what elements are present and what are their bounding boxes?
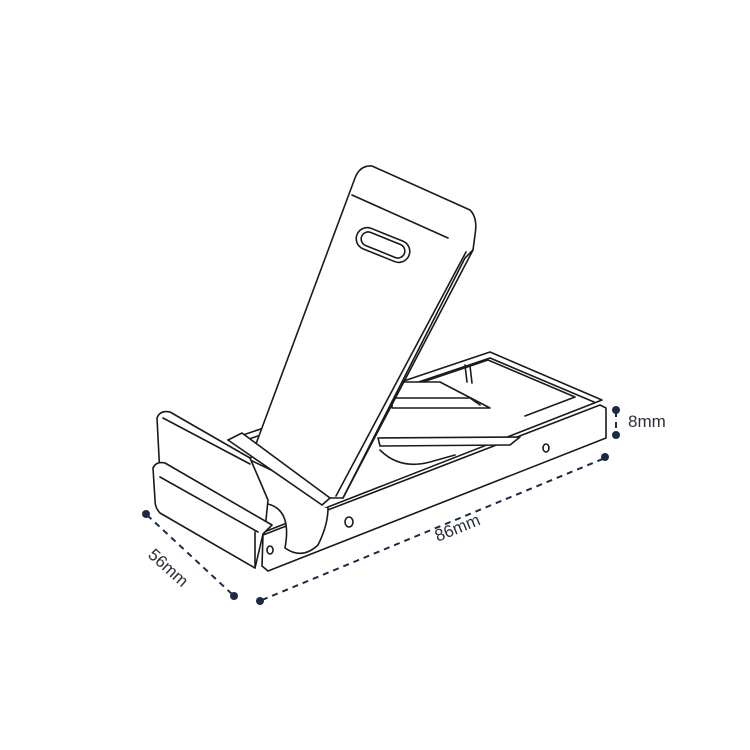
dimension-dot — [142, 510, 150, 518]
base-front-face — [261, 404, 607, 572]
dimension-dot — [256, 597, 264, 605]
screw-hole — [266, 545, 274, 555]
height-label: 8mm — [628, 412, 666, 431]
front-lip-upright — [156, 410, 269, 531]
dimension-dot — [612, 431, 620, 439]
screw-hole — [344, 516, 354, 528]
dimension-dot — [230, 592, 238, 600]
support-plate — [249, 165, 477, 499]
width-dimension-line — [146, 514, 234, 596]
phone-cradle-curve — [267, 503, 329, 555]
screw-hole — [542, 443, 550, 453]
inner-leg-curve — [379, 449, 456, 466]
inner-leg-lower — [377, 436, 521, 447]
dimension-dot — [612, 406, 620, 414]
front-hinge — [227, 432, 331, 506]
dimension-dot — [601, 453, 609, 461]
length-dimension-line — [261, 457, 606, 601]
